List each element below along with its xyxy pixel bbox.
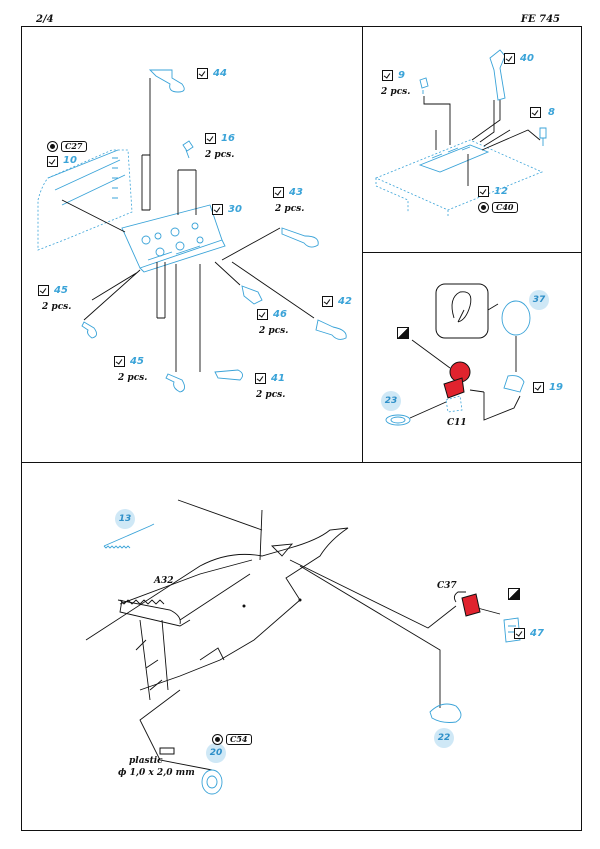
- panel-4-frame: [21, 462, 582, 831]
- part-16-number: 16: [221, 133, 235, 144]
- part-47-checkbox: [514, 628, 525, 639]
- part-19-checkbox: [533, 382, 544, 393]
- page-number: 2/4: [36, 14, 54, 25]
- part-8-number: 8: [548, 107, 555, 118]
- paint-swatch-black: [397, 327, 409, 339]
- part-8-checkbox: [530, 107, 541, 118]
- part-44-number: 44: [213, 68, 227, 79]
- part-9-number: 9: [398, 70, 405, 81]
- kit-ref-c27: C27: [61, 141, 87, 152]
- replace-part-icon: [478, 202, 489, 213]
- part-45-lower-checkbox: [114, 356, 125, 367]
- part-46-checkbox: [257, 309, 268, 320]
- part-43-number: 43: [289, 187, 303, 198]
- part-12-checkbox: [478, 186, 489, 197]
- part-45-upper-qty: 2 pcs.: [42, 302, 72, 312]
- product-code: FE 745: [520, 14, 560, 25]
- part-45-upper-number: 45: [54, 285, 68, 296]
- part-a32-label: A32: [154, 576, 174, 586]
- part-43-checkbox: [273, 187, 284, 198]
- part-41-checkbox: [255, 373, 266, 384]
- paint-swatch-black: [508, 588, 520, 600]
- part-41-number: 41: [271, 373, 285, 384]
- part-9-checkbox: [382, 70, 393, 81]
- part-9-qty: 2 pcs.: [381, 87, 411, 97]
- part-43-qty: 2 pcs.: [275, 204, 305, 214]
- part-46-number: 46: [273, 309, 287, 320]
- part-47-number: 47: [530, 628, 544, 639]
- part-40-checkbox: [504, 53, 515, 64]
- part-42-checkbox: [322, 296, 333, 307]
- kit-part-c11: C11: [447, 418, 467, 428]
- part-42-number: 42: [338, 296, 352, 307]
- part-37-bubble: 37: [529, 290, 549, 310]
- part-40-number: 40: [520, 53, 534, 64]
- part-41-qty: 2 pcs.: [256, 390, 286, 400]
- part-c37-label: C37: [437, 581, 457, 591]
- part-10-number: 10: [63, 155, 77, 166]
- plastic-label: plastic: [129, 756, 163, 766]
- remove-part-icon: [47, 141, 58, 152]
- part-30-number: 30: [228, 204, 242, 215]
- replace-part-icon: [212, 734, 223, 745]
- kit-ref-c40: C40: [492, 202, 518, 213]
- part-30-checkbox: [212, 204, 223, 215]
- part-19-number: 19: [549, 382, 563, 393]
- part-45-upper-checkbox: [38, 285, 49, 296]
- part-16-qty: 2 pcs.: [205, 150, 235, 160]
- part-10-checkbox: [47, 156, 58, 167]
- plastic-dimension: ϕ 1,0 x 2,0 mm: [118, 768, 195, 778]
- part-22-bubble: 22: [434, 728, 454, 748]
- part-45-lower-number: 45: [130, 356, 144, 367]
- part-16-checkbox: [205, 133, 216, 144]
- part-20-bubble: 20: [206, 743, 226, 763]
- part-12-number: 12: [494, 186, 508, 197]
- part-45-lower-qty: 2 pcs.: [118, 373, 148, 383]
- part-46-qty: 2 pcs.: [259, 326, 289, 336]
- part-44-checkbox: [197, 68, 208, 79]
- part-23-bubble: 23: [381, 391, 401, 411]
- part-13-bubble: 13: [115, 509, 135, 529]
- kit-ref-c54: C54: [226, 734, 252, 745]
